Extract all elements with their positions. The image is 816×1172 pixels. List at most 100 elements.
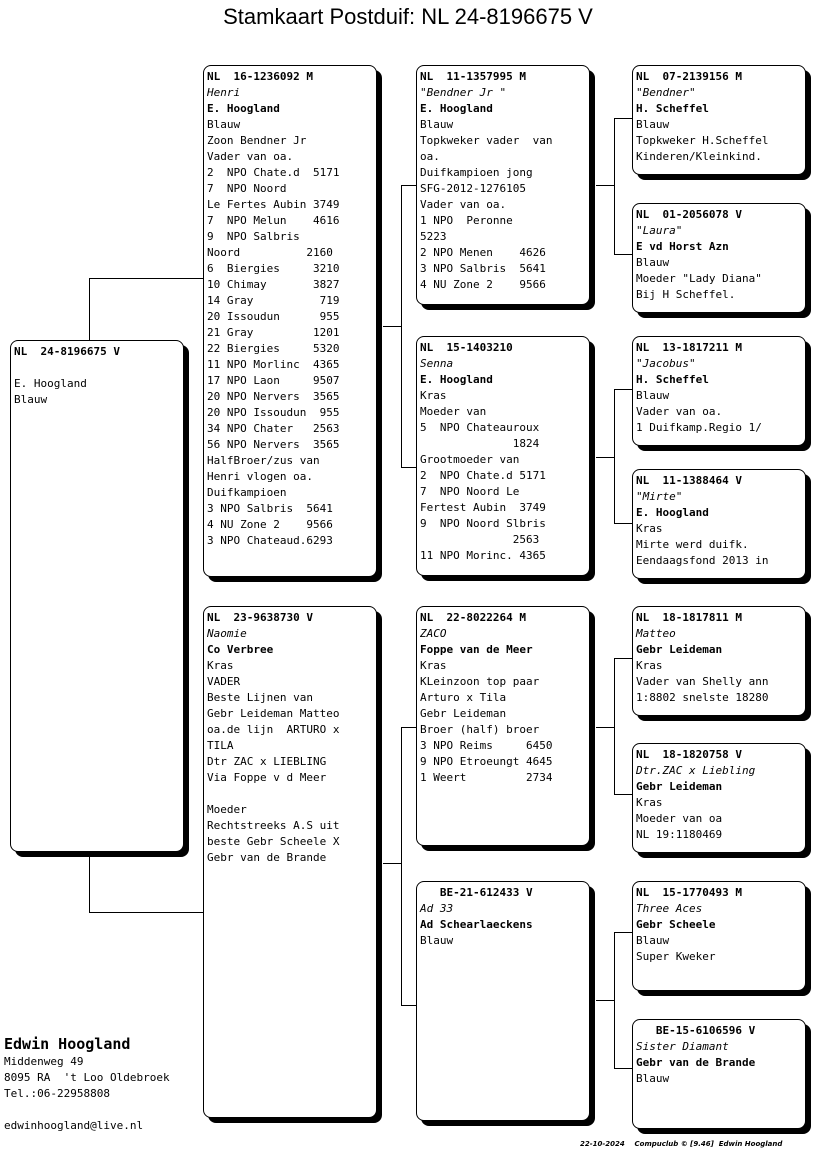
- owner-name: Co Verbree: [207, 643, 274, 656]
- connector: [614, 118, 615, 254]
- card-line: 17 NPO Laon 9507: [207, 374, 340, 387]
- card-line: 2563: [420, 533, 540, 546]
- card-line: 1:8802 snelste 18280: [636, 691, 769, 704]
- owner-name: H. Scheffel: [636, 373, 709, 386]
- card-line: Blauw: [420, 934, 454, 947]
- card-line: 1 Duifkamp.Regio 1/: [636, 421, 762, 434]
- card-line: 2 NPO Chate.d 5171: [207, 166, 340, 179]
- card-line: Noord 2160: [207, 246, 333, 259]
- card-line: Kras: [420, 659, 447, 672]
- card-line: 9 NPO Noord Slbris: [420, 517, 546, 530]
- owner-name: Gebr Scheele: [636, 918, 716, 931]
- card-line: Duifkampioen: [207, 486, 287, 499]
- owner-name: E vd Horst Azn: [636, 240, 729, 253]
- connector: [614, 932, 632, 933]
- pigeon-name: "Jacobus": [636, 357, 696, 370]
- pigeon-name: Ad 33: [420, 902, 454, 915]
- pigeon-name: Dtr.ZAC x Liebling: [636, 764, 756, 777]
- connector: [596, 727, 614, 728]
- card-line: Vader van oa.: [636, 405, 723, 418]
- card-line: Moeder van oa: [636, 812, 723, 825]
- card-line: VADER: [207, 675, 241, 688]
- card-line: Broer (half) broer: [420, 723, 540, 736]
- card-line: Le Fertes Aubin 3749: [207, 198, 340, 211]
- card-line: Blauw: [636, 256, 670, 269]
- connector: [614, 794, 632, 795]
- connector: [614, 118, 632, 119]
- connector: [614, 523, 632, 524]
- owner-name: E. Hoogland: [420, 373, 493, 386]
- connector: [614, 254, 632, 255]
- card-line: Kras: [207, 659, 234, 672]
- connector: [89, 852, 90, 912]
- card-line: 4 NU Zone 2 9566: [420, 278, 546, 291]
- card-line: Vader van oa.: [207, 150, 294, 163]
- card-line: 1824: [420, 437, 540, 450]
- ring-number: NL 07-2139156 M: [636, 70, 742, 83]
- card-line: 3 NPO Salbris 5641: [420, 262, 546, 275]
- card-line: 9 NPO Etroeungt 4645: [420, 755, 553, 768]
- card-line: Gebr Leideman Matteo: [207, 707, 340, 720]
- breeder-email[interactable]: edwinhoogland@live.nl: [4, 1119, 144, 1132]
- card-line: 4 NU Zone 2 9566: [207, 518, 333, 531]
- card-line: 6 Biergies 3210: [207, 262, 340, 275]
- pigeon-name: Sister Diamant: [636, 1040, 729, 1053]
- owner-name: E. Hoogland: [14, 377, 87, 390]
- owner-name: Foppe van de Meer: [420, 643, 533, 656]
- connector: [401, 727, 402, 1005]
- card-line: Vader van oa.: [420, 198, 507, 211]
- card-line: Super Kweker: [636, 950, 716, 963]
- card-line: Fertest Aubin 3749: [420, 501, 546, 514]
- card-line: Blauw: [636, 118, 670, 131]
- card-line: beste Gebr Scheele X: [207, 835, 340, 848]
- card-line: oa.de lijn ARTURO x: [207, 723, 340, 736]
- card-line: 1 Weert 2734: [420, 771, 553, 784]
- card-line: 11 NPO Morinc. 4365: [420, 549, 546, 562]
- card-line: 20 NPO Nervers 3565: [207, 390, 340, 403]
- connector: [383, 326, 401, 327]
- connector: [614, 658, 615, 794]
- footer-credit: 22-10-2024 Compuclub © [9.46] Edwin Hoog…: [580, 1140, 783, 1148]
- owner-name: Gebr van de Brande: [636, 1056, 756, 1069]
- card-line: 14 Gray 719: [207, 294, 340, 307]
- ring-number: NL 16-1236092 M: [207, 70, 313, 83]
- connector: [596, 457, 614, 458]
- pigeon-name: Naomie: [207, 627, 247, 640]
- card-line: Henri vlogen oa.: [207, 470, 313, 483]
- card-line: Moeder "Lady Diana": [636, 272, 762, 285]
- card-line: 2 NPO Menen 4626: [420, 246, 546, 259]
- ring-number: NL 23-9638730 V: [207, 611, 313, 624]
- card-line: HalfBroer/zus van: [207, 454, 320, 467]
- card-line: Grootmoeder van: [420, 453, 520, 466]
- card-line: 3 NPO Chateaud.6293: [207, 534, 333, 547]
- card-line: Kinderen/Kleinkind.: [636, 150, 762, 163]
- card-line: NL 19:1180469: [636, 828, 723, 841]
- connector: [614, 1068, 632, 1069]
- card-line: Kras: [420, 389, 447, 402]
- card-line: Mirte werd duifk.: [636, 538, 749, 551]
- breeder-city: 8095 RA 't Loo Oldebroek: [4, 1071, 170, 1084]
- connector: [401, 467, 417, 468]
- owner-name: E. Hoogland: [420, 102, 493, 115]
- owner-name: Gebr Leideman: [636, 780, 723, 793]
- card-line: 56 NPO Nervers 3565: [207, 438, 340, 451]
- ring-number: NL 13-1817211 M: [636, 341, 742, 354]
- connector: [383, 863, 401, 864]
- connector: [401, 1005, 417, 1006]
- card-line: 20 Issoudun 955: [207, 310, 340, 323]
